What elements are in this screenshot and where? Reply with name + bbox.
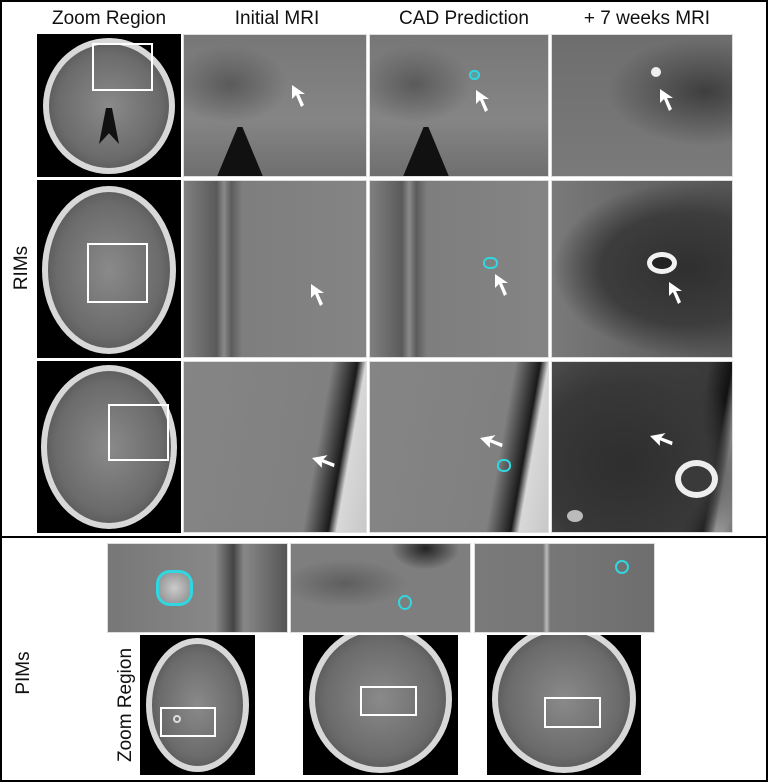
pims-label: PIMs (13, 651, 34, 695)
small-enhancing-focus (567, 510, 583, 522)
cad-contour (156, 570, 193, 606)
ring-enhancing-lesion (647, 252, 677, 274)
mri-texture (184, 181, 366, 357)
roi-box (108, 404, 169, 461)
header-cad-prediction: CAD Prediction (399, 8, 529, 29)
rims-label: RIMs (11, 245, 32, 291)
mri-texture (552, 35, 732, 176)
roi-box (160, 707, 216, 737)
cad-contour (483, 257, 498, 269)
zoom-region-label: Zoom Region (115, 647, 136, 763)
rim-1-cad-prediction (369, 34, 549, 177)
header-zoom-region: Zoom Region (51, 8, 167, 29)
mri-texture (370, 181, 548, 357)
pim-1-brain (140, 635, 255, 775)
roi-box (92, 43, 153, 91)
rim-1-followup-mri (551, 34, 733, 177)
rim-3-zoom-region (37, 361, 181, 533)
ring-enhancing-lesion (675, 460, 718, 498)
brain-slice (43, 38, 175, 174)
roi-box (544, 697, 601, 728)
rim-2-zoom-region (37, 180, 181, 358)
rim-1-initial-mri (183, 34, 367, 177)
cad-contour (469, 70, 480, 80)
mri-texture (184, 35, 366, 176)
rim-3-followup-mri (551, 361, 733, 533)
pim-2-brain (303, 635, 458, 775)
rim-2-followup-mri (551, 180, 733, 358)
brain-slice (309, 635, 452, 773)
roi-box (87, 243, 148, 303)
cad-contour (398, 595, 412, 610)
lesion-dot (173, 715, 181, 723)
rim-2-cad-prediction (369, 180, 549, 358)
cad-contour (615, 560, 629, 574)
brain-slice (42, 186, 176, 354)
brain-slice (146, 638, 249, 772)
pim-1-zoom (107, 543, 288, 633)
mri-texture (184, 362, 366, 532)
rim-3-initial-mri (183, 361, 367, 533)
rim-1-zoom-region (37, 34, 181, 177)
rim-2-initial-mri (183, 180, 367, 358)
enhancing-lesion (651, 67, 661, 77)
roi-box (360, 686, 417, 716)
mri-texture (475, 544, 654, 632)
mri-texture (552, 362, 732, 532)
cad-contour (497, 459, 511, 472)
mri-texture (108, 544, 287, 632)
rim-3-cad-prediction (369, 361, 549, 533)
pim-2-zoom (290, 543, 471, 633)
header-7-weeks-mri: + 7 weeks MRI (583, 8, 711, 29)
mri-texture (291, 544, 470, 632)
brain-slice (492, 635, 636, 773)
mri-texture (370, 35, 548, 176)
mri-texture (552, 181, 732, 357)
pim-3-brain (487, 635, 641, 775)
mri-texture (370, 362, 548, 532)
header-initial-mri: Initial MRI (234, 8, 320, 29)
pim-3-zoom (474, 543, 655, 633)
